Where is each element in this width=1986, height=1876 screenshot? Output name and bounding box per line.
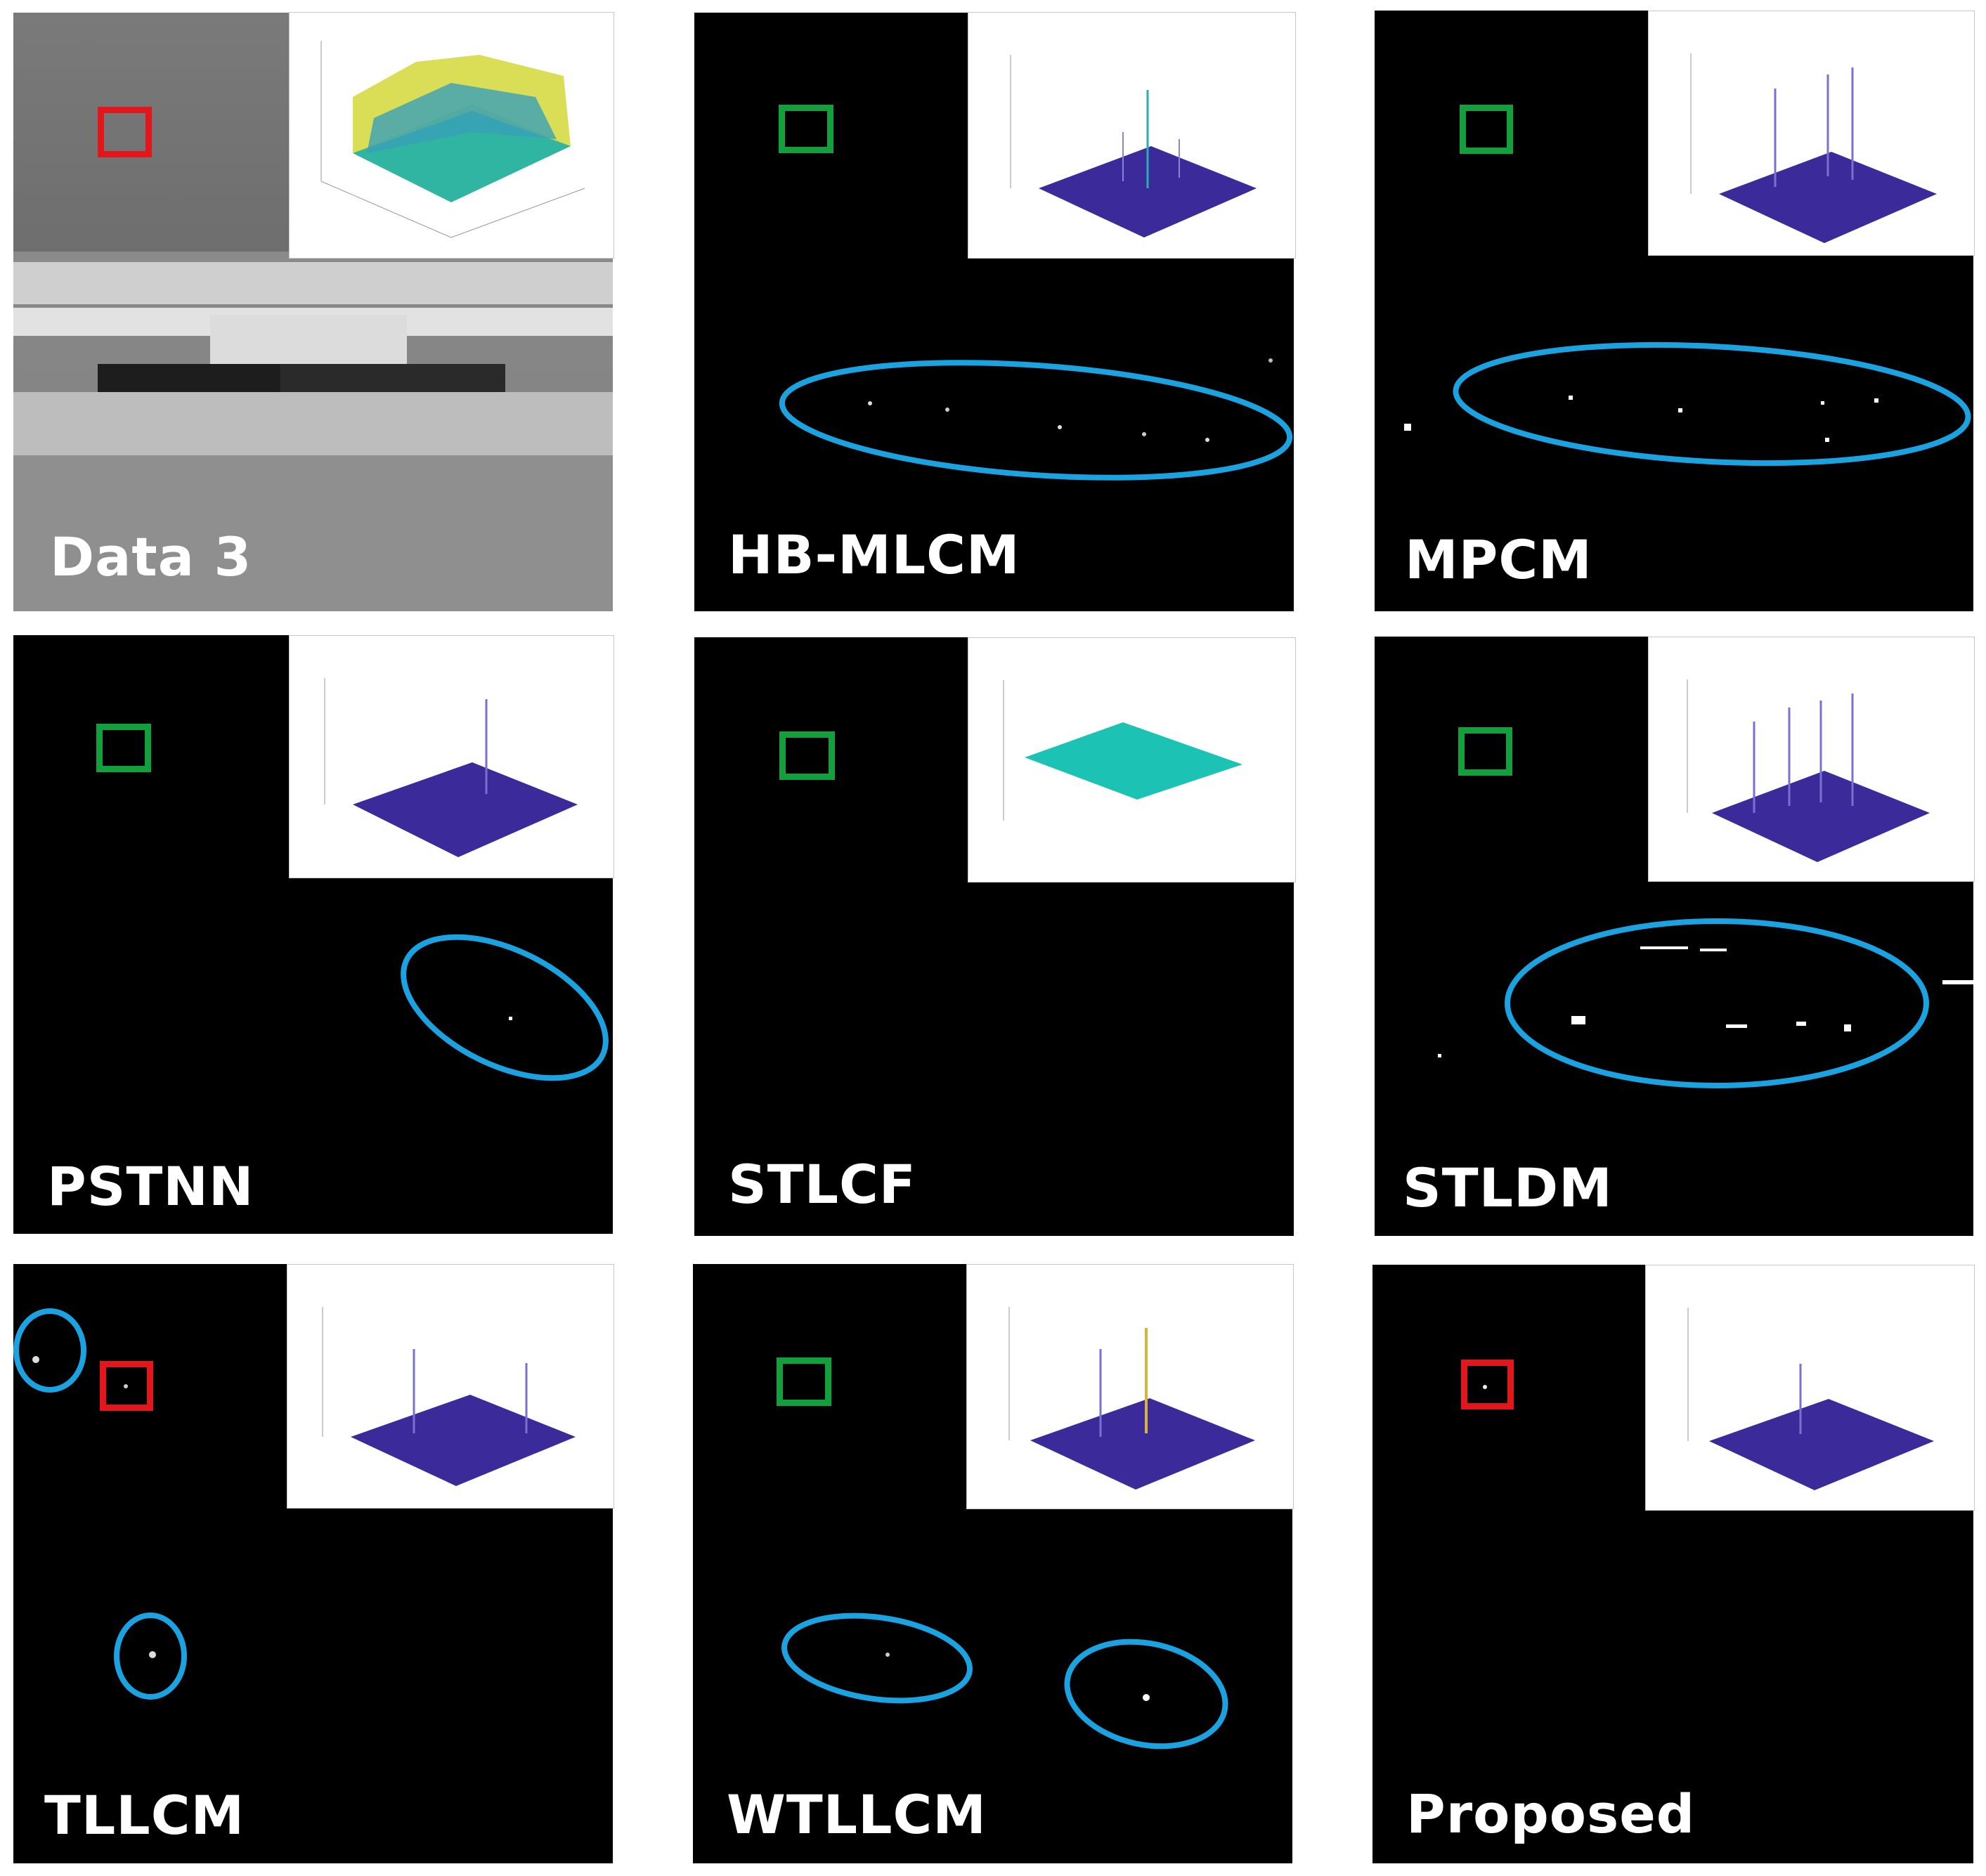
panel-label: PSTNN <box>47 1155 254 1218</box>
detection-map <box>1483 1385 1487 1389</box>
target-roi-box <box>1460 105 1513 154</box>
surface-plot-inset <box>968 637 1296 882</box>
target-roi-box <box>779 731 835 780</box>
target-roi-box <box>779 105 833 153</box>
detection-map <box>781 1613 1228 1750</box>
surface-plot-inset <box>1645 1265 1975 1511</box>
panel-label: HB-MLCM <box>728 523 1020 586</box>
target-roi-box <box>1458 727 1512 776</box>
surface-plot-inset <box>1648 11 1975 256</box>
panel-label: STLDM <box>1403 1157 1613 1219</box>
surface-plot-inset <box>287 1264 614 1509</box>
target-roi-box <box>777 1357 831 1406</box>
surface-plot-inset <box>289 635 614 878</box>
panel-label: Proposed <box>1406 1783 1696 1845</box>
detection-map <box>1438 918 1973 1088</box>
panel-label: STLCF <box>728 1153 916 1216</box>
detection-map <box>13 1308 187 1700</box>
surface-plot-inset <box>1648 637 1975 882</box>
target-roi-box <box>98 107 152 157</box>
panel-label: Data 3 <box>50 526 252 588</box>
target-roi-box <box>96 724 151 772</box>
detection-map <box>401 934 609 1081</box>
detection-map <box>779 358 1293 481</box>
surface-plot-inset <box>966 1264 1294 1509</box>
panel-label: TLLCM <box>44 1784 245 1846</box>
surface-plot-inset <box>968 12 1296 259</box>
target-roi-box <box>100 1361 153 1411</box>
target-roi-box <box>1461 1360 1514 1409</box>
panel-label: WTLLCM <box>727 1783 987 1846</box>
surface-plot-inset <box>289 12 614 259</box>
panel-label: MPCM <box>1405 528 1592 591</box>
detection-map <box>1404 341 1971 467</box>
